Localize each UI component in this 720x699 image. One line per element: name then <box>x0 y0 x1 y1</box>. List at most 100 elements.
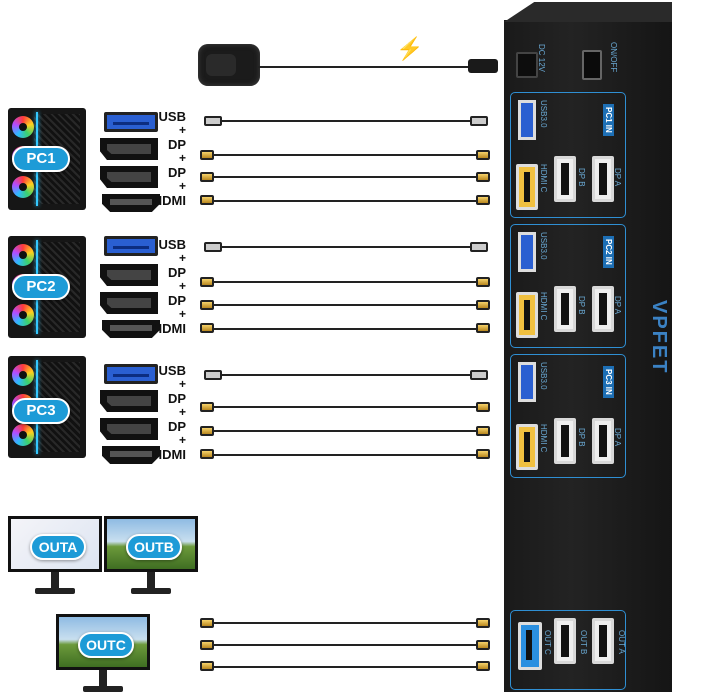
power-adapter <box>198 44 260 86</box>
pc1-hdmi-label: HDMI C <box>539 164 548 193</box>
dc-label: DC 12V <box>537 44 546 73</box>
pc3-dpa-port <box>592 418 614 464</box>
pc1-dpa-label: DP A <box>613 168 622 187</box>
pc1-dp-port-icon-2 <box>100 166 158 188</box>
out-cable-1-right <box>476 618 490 628</box>
pc1-dpb-label: DP B <box>577 168 586 187</box>
pc1-usb-plug-left <box>204 116 222 126</box>
pc2-hdmi-label: HDMI C <box>539 292 548 321</box>
pc3-dpb-port <box>554 418 576 464</box>
pc2-dp-port-icon <box>100 264 158 286</box>
pc1-badge: PC1 <box>12 146 70 172</box>
pc2-dp-label: DP <box>167 265 186 280</box>
pc3-hdmi-port-icon <box>102 446 160 464</box>
pc1-dpa-port <box>592 156 614 202</box>
pc1-usb-cable <box>222 120 472 122</box>
pc1-dp-cable <box>214 154 476 156</box>
out-b-port <box>554 618 576 664</box>
lightning-bolt-icon: ⚡ <box>396 36 424 61</box>
pc1-plus-3: + <box>178 179 186 193</box>
power-switch[interactable] <box>582 50 602 80</box>
pc3-dpa-label: DP A <box>613 428 622 447</box>
pc1-hdmi-plug-right <box>476 195 490 205</box>
pc3-dp-port-icon-2 <box>100 418 158 440</box>
pc3-hdmi-port <box>516 424 538 470</box>
pc1-dp2-cable <box>214 176 476 178</box>
pc2-usb-port <box>518 232 536 272</box>
pc1-dp2-plug-left <box>200 172 214 182</box>
monitor-b-badge: OUTB <box>126 534 182 560</box>
output-panel <box>510 610 626 690</box>
pc1-hdmi-label: HDMI <box>152 193 186 208</box>
pc2-dp2-label: DP <box>167 293 186 308</box>
pc2-usb-label: USB3.0 <box>539 232 548 260</box>
pc3-input-panel <box>510 354 626 478</box>
pc2-hdmi-port <box>516 292 538 338</box>
pc2-hdmi-label: HDMI <box>152 321 186 336</box>
pc2-dpb-label: DP B <box>577 296 586 315</box>
pc3-plus-2: + <box>178 405 186 419</box>
pc3-hdmi-plug-right <box>476 449 490 459</box>
pc3-hdmi-cable <box>214 454 476 456</box>
pc2-dp2-plug-left <box>200 300 214 310</box>
pc3-dpb-label: DP B <box>577 428 586 447</box>
pc2-hdmi-plug-right <box>476 323 490 333</box>
pc3-hdmi-label: HDMI C <box>539 424 548 453</box>
pc1-usb-port <box>518 100 536 140</box>
out-a-label: OUT A <box>617 630 626 654</box>
pc1-usb-label: USB <box>158 109 186 124</box>
pc2-usb-label: USB <box>158 237 186 252</box>
monitor-a-badge: OUTA <box>30 534 86 560</box>
pc3-dp-plug-right <box>476 402 490 412</box>
pc1-dp-port-icon <box>100 138 158 160</box>
pc1-dp-plug-left <box>200 150 214 160</box>
pc3-dp-plug-left <box>200 402 214 412</box>
pc2-usb-plug-left <box>204 242 222 252</box>
pc1-dp-label: DP <box>167 137 186 152</box>
pc2-hdmi-plug-left <box>200 323 214 333</box>
pc2-plus-1: + <box>178 251 186 265</box>
pc1-plus-2: + <box>178 151 186 165</box>
pc1-input-panel <box>510 92 626 218</box>
monitor-b-stand <box>147 572 155 588</box>
out-cable-2-left <box>200 640 214 650</box>
pc2-dp-plug-left <box>200 277 214 287</box>
pc2-dp2-plug-right <box>476 300 490 310</box>
pc1-in-tag: PC1 IN <box>603 104 614 136</box>
out-a-port <box>592 618 614 664</box>
out-cable-3-left <box>200 661 214 671</box>
out-cable-3 <box>214 666 476 668</box>
pc2-usb-plug-right <box>470 242 488 252</box>
pc3-dp2-plug-left <box>200 426 214 436</box>
pc1-dp2-plug-right <box>476 172 490 182</box>
pc3-dp2-plug-right <box>476 426 490 436</box>
out-b-label: OUT B <box>579 630 588 655</box>
pc1-dp2-label: DP <box>167 165 186 180</box>
pc1-usb-port-icon <box>104 112 158 132</box>
out-c-port <box>518 622 542 670</box>
monitor-a-stand <box>51 572 59 588</box>
pc1-hdmi-port <box>516 164 538 210</box>
pc2-dpa-port <box>592 286 614 332</box>
pc2-hdmi-port-icon <box>102 320 160 338</box>
pc2-dpa-label: DP A <box>613 296 622 315</box>
dc-plug <box>468 59 498 73</box>
pc2-input-panel <box>510 224 626 348</box>
pc1-dp-plug-right <box>476 150 490 160</box>
pc3-plus-3: + <box>178 433 186 447</box>
pc2-badge: PC2 <box>12 274 70 300</box>
out-cable-1-left <box>200 618 214 628</box>
out-cable-3-right <box>476 661 490 671</box>
power-cable <box>258 66 470 68</box>
pc1-usb-label: USB3.0 <box>539 100 548 128</box>
monitor-c-badge: OUTC <box>78 632 134 658</box>
pc2-plus-3: + <box>178 307 186 321</box>
pc2-dp-plug-right <box>476 277 490 287</box>
pc3-usb-label: USB <box>158 363 186 378</box>
pc3-dp-label: DP <box>167 391 186 406</box>
pc1-hdmi-cable <box>214 200 476 202</box>
pc1-dpb-port <box>554 156 576 202</box>
pc2-plus-2: + <box>178 279 186 293</box>
pc3-usb-cable <box>222 374 472 376</box>
pc2-usb-port-icon <box>104 236 158 256</box>
